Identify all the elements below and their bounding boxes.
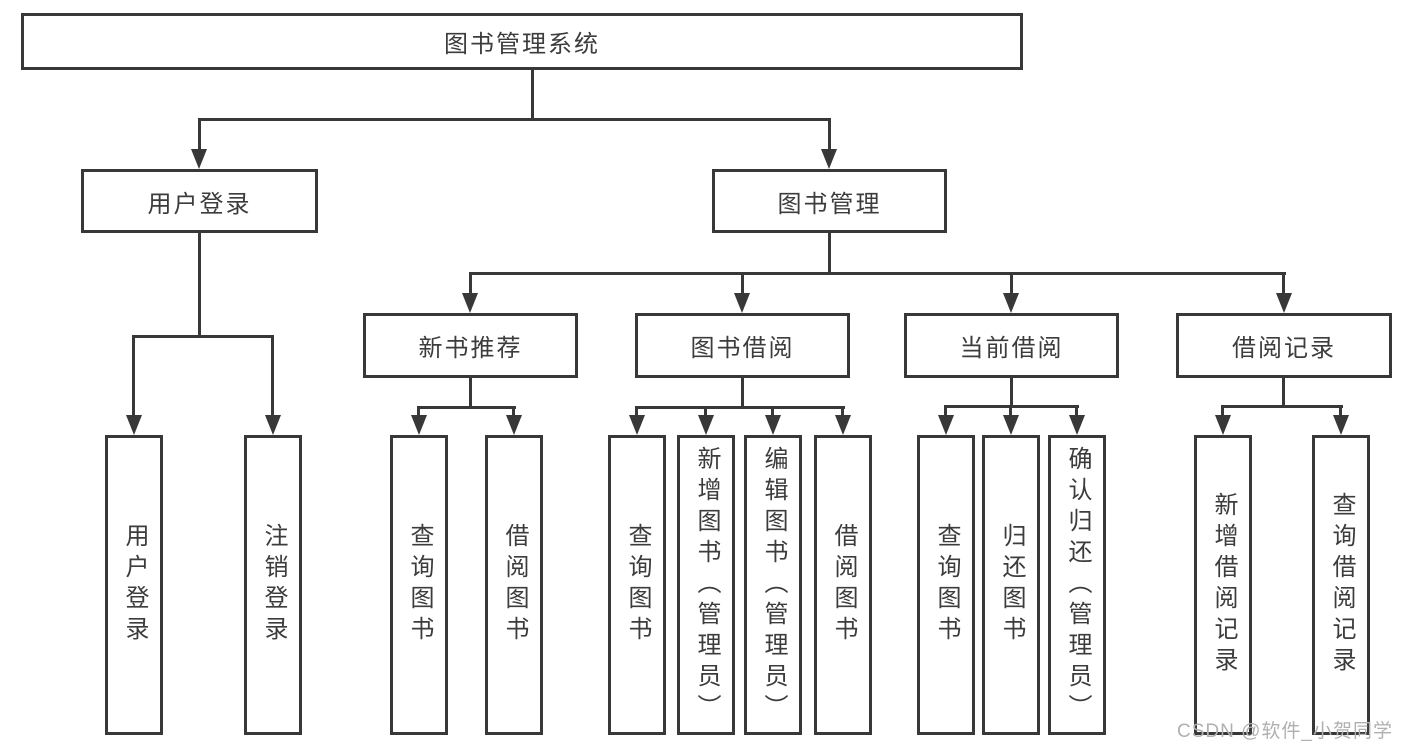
connector-drop-leaf [1339, 405, 1342, 416]
node-current-borrowing: 当前借阅 [904, 313, 1119, 378]
arrow-down-icon [1333, 415, 1349, 435]
arrow-down-icon [1003, 415, 1019, 435]
connector-drop-leaf [704, 406, 707, 416]
connector-drop-leaf [635, 406, 638, 416]
leaf-user-login: 用户登录 [105, 435, 163, 735]
node-label: 图书管理系统 [444, 31, 600, 58]
leaf-label: 查询借阅记录 [1328, 492, 1355, 678]
arrow-down-icon [1215, 415, 1231, 435]
connector-drop-book-management [828, 118, 831, 152]
leaf-label: 新增图书（管理员） [693, 445, 720, 725]
connector-drop-leaf [1009, 405, 1012, 416]
connector-borrow-records-stem [1282, 378, 1285, 405]
node-new-book-recommendation: 新书推荐 [363, 313, 578, 378]
node-book-borrowing: 图书借阅 [635, 313, 850, 378]
leaf-query-books-current: 查询图书 [917, 435, 975, 735]
connector-drop-new-book [469, 272, 472, 295]
arrow-down-icon [1276, 293, 1292, 313]
connector-book-management-rail [469, 272, 1286, 275]
leaf-label: 用户登录 [121, 523, 148, 647]
connector-book-borrowing-stem [741, 378, 744, 406]
connector-current-borrowing-stem [1010, 378, 1013, 405]
node-label: 图书管理 [777, 190, 882, 218]
arrow-down-icon [821, 149, 837, 169]
arrow-down-icon [191, 149, 207, 169]
leaf-query-books-borrowing: 查询图书 [608, 435, 666, 735]
leaf-label: 新增借阅记录 [1210, 492, 1237, 678]
node-library-management-system: 图书管理系统 [21, 13, 1023, 70]
leaf-label: 确认归还（管理员） [1064, 445, 1091, 725]
connector-drop-book-borrowing [741, 272, 744, 295]
leaf-label: 查询图书 [406, 523, 433, 647]
arrow-down-icon [1069, 415, 1085, 435]
connector-new-book-stem [469, 378, 472, 406]
connector-root-stem [531, 70, 534, 118]
arrow-down-icon [411, 415, 427, 435]
node-user-login: 用户登录 [81, 169, 318, 233]
node-label: 新书推荐 [418, 335, 523, 362]
node-label: 借阅记录 [1232, 335, 1336, 362]
arrow-down-icon [629, 415, 645, 435]
connector-drop-current-borrowing [1010, 272, 1013, 295]
leaf-borrow-books-borrowing: 借阅图书 [814, 435, 872, 735]
leaf-label: 借阅图书 [501, 523, 528, 647]
arrow-down-icon [265, 415, 281, 435]
leaf-label: 查询图书 [933, 523, 960, 647]
connector-drop-leaf [512, 406, 515, 416]
node-label: 图书借阅 [690, 335, 795, 362]
arrow-down-icon [938, 415, 954, 435]
arrow-down-icon [462, 293, 478, 313]
leaf-edit-books-admin: 编辑图书（管理员） [744, 435, 802, 735]
leaf-return-books: 归还图书 [982, 435, 1040, 735]
leaf-label: 归还图书 [998, 523, 1025, 647]
connector-user-login-rail [132, 335, 274, 338]
connector-drop-leaf [1221, 405, 1224, 416]
leaf-add-borrow-record: 新增借阅记录 [1194, 435, 1252, 735]
connector-drop-leaf [944, 405, 947, 416]
connector-drop-leaf [271, 335, 274, 417]
arrow-down-icon [698, 415, 714, 435]
connector-drop-leaf [417, 406, 420, 416]
watermark: CSDN @软件_小贺同学 [1177, 721, 1393, 742]
connector-drop-leaf [132, 335, 135, 417]
arrow-down-icon [765, 415, 781, 435]
leaf-label: 查询图书 [624, 523, 651, 647]
connector-root-rail [198, 118, 831, 121]
node-borrowing-records: 借阅记录 [1176, 313, 1392, 378]
arrow-down-icon [506, 415, 522, 435]
connector-drop-leaf [1075, 405, 1078, 416]
node-label: 当前借阅 [959, 335, 1064, 362]
connector-book-management-stem [828, 233, 831, 274]
connector-drop-leaf [841, 406, 844, 416]
leaf-label: 编辑图书（管理员） [760, 445, 787, 725]
leaf-add-books-admin: 新增图书（管理员） [677, 435, 735, 735]
arrow-down-icon [126, 415, 142, 435]
leaf-confirm-return-admin: 确认归还（管理员） [1048, 435, 1106, 735]
node-book-management: 图书管理 [712, 169, 947, 233]
connector-user-login-stem [198, 233, 201, 335]
connector-book-borrowing-rail [635, 406, 845, 409]
leaf-query-books-recommend: 查询图书 [390, 435, 448, 735]
leaf-logout-login: 注销登录 [244, 435, 302, 735]
leaf-query-borrow-record: 查询借阅记录 [1312, 435, 1370, 735]
arrow-down-icon [835, 415, 851, 435]
connector-borrow-records-rail [1221, 405, 1343, 408]
connector-drop-leaf [771, 406, 774, 416]
leaf-label: 注销登录 [260, 523, 287, 647]
arrow-down-icon [1003, 293, 1019, 313]
leaf-label: 借阅图书 [830, 523, 857, 647]
node-label: 用户登录 [147, 190, 252, 218]
connector-new-book-rail [417, 406, 516, 409]
connector-drop-borrow-records [1282, 272, 1285, 295]
connector-drop-user-login [198, 118, 201, 152]
arrow-down-icon [734, 293, 750, 313]
leaf-borrow-books-recommend: 借阅图书 [485, 435, 543, 735]
